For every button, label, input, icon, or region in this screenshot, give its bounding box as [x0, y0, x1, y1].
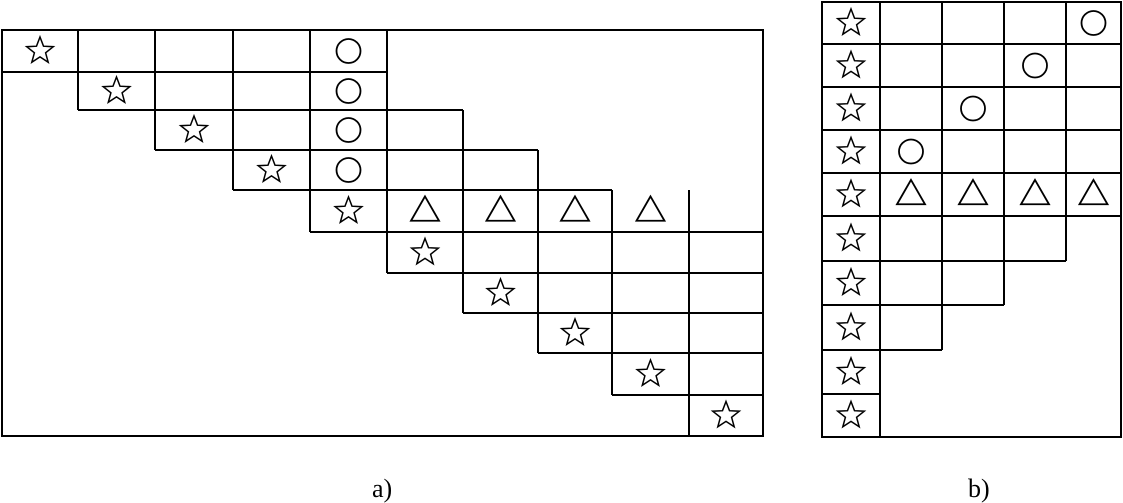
circle-icon: [335, 78, 362, 104]
circle-icon: [335, 38, 362, 64]
star-icon: [835, 135, 867, 165]
triangle-icon: [1077, 178, 1110, 206]
caption-b: b): [968, 474, 990, 503]
star-icon: [835, 49, 867, 79]
star-icon: [256, 153, 287, 184]
star-icon: [409, 236, 441, 266]
panel-b: [821, 1, 1122, 438]
star-icon: [835, 6, 867, 37]
star-icon: [835, 399, 867, 429]
circle-icon: [960, 95, 986, 122]
triangle-icon: [895, 178, 927, 206]
star-icon: [835, 222, 867, 252]
star-icon: [835, 178, 867, 208]
panel-b-grid: [822, 2, 1121, 437]
star-icon: [835, 92, 867, 122]
star-icon: [635, 357, 666, 388]
circle-icon: [335, 117, 362, 143]
triangle-icon: [1019, 178, 1051, 206]
star-icon: [710, 399, 742, 429]
star-icon: [485, 276, 516, 307]
circle-icon: [335, 157, 362, 183]
triangle-icon: [559, 194, 591, 222]
circle-icon: [1022, 52, 1048, 79]
star-icon: [24, 34, 56, 65]
triangle-icon: [634, 194, 667, 222]
star-icon: [101, 74, 132, 105]
star-icon: [835, 266, 867, 297]
caption-a: a): [372, 474, 393, 503]
panel-a: [1, 29, 764, 437]
triangle-icon: [409, 194, 441, 222]
triangle-icon: [484, 194, 517, 222]
panel-a-grid: [1, 30, 763, 437]
star-icon: [178, 113, 210, 144]
panel-b-frame: [821, 1, 1122, 438]
star-icon: [333, 194, 364, 225]
triangle-icon: [957, 178, 989, 206]
circle-icon: [1080, 10, 1107, 36]
circle-icon: [898, 138, 924, 165]
star-icon: [835, 355, 867, 386]
star-icon: [559, 316, 591, 347]
star-icon: [835, 311, 867, 341]
